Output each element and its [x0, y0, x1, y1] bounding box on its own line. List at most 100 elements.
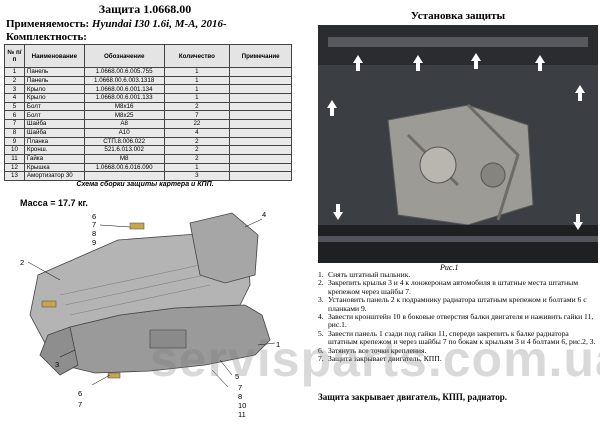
assembly-drawing: 6 7 8 9 2 4 1 3 5 7 8 10 11 6 7: [20, 210, 280, 419]
cell-designation: 1.0668.00.6.001.134: [83, 84, 165, 95]
mass-label: Масса = 17.7 кг.: [20, 198, 88, 208]
step-number: 1.: [318, 270, 324, 279]
radiator-beam: [328, 37, 588, 47]
cell-designation: СТП.8.006.022: [83, 136, 165, 147]
leader-lines: [27, 218, 276, 388]
cell-quantity: 1: [163, 75, 231, 86]
cell-number: 5: [4, 101, 25, 112]
installation-step: 5.Завести панель 1 сзади под гайки 11, с…: [318, 328, 600, 347]
column-header-name: Наименование: [23, 44, 85, 68]
callout-5: 5: [235, 372, 239, 381]
cell-designation: 1.0668.00.6.005.755: [83, 67, 165, 77]
cell-designation: 521.6.013.002: [83, 145, 165, 155]
cell-note: [229, 110, 292, 121]
bracket-bottom: [107, 372, 121, 379]
callout-11: 11: [238, 410, 246, 419]
subframe: [318, 225, 598, 263]
cell-name: Амортизатор 30: [23, 171, 85, 181]
wing-3: [39, 326, 79, 376]
installation-photo: [318, 25, 598, 263]
cell-note: [229, 93, 292, 103]
step-number: 5.: [318, 328, 324, 338]
cover-12: [149, 329, 187, 349]
engine-block: [387, 104, 534, 226]
cell-number: 2: [4, 75, 25, 86]
cell-quantity: 3: [163, 171, 231, 181]
installation-step: 6. Затянуть все точки крепления.: [318, 345, 600, 355]
step-text: Снять штатный пыльник.: [328, 270, 411, 279]
cell-number: 8: [4, 127, 25, 138]
cell-name: Шайба: [23, 119, 85, 129]
step-number: 2.: [318, 278, 324, 288]
cell-number: 3: [4, 84, 25, 95]
panel-2-ribs: [59, 264, 211, 316]
bracket-left: [41, 300, 57, 308]
callout-8-top: 8: [92, 229, 96, 238]
cell-note: [229, 162, 292, 173]
cell-note: [229, 119, 292, 129]
cell-number: 12: [4, 162, 25, 173]
callout-9-top: 9: [92, 238, 96, 247]
cell-number: 4: [4, 93, 25, 103]
cell-number: 11: [4, 153, 25, 164]
cell-designation: [83, 171, 165, 181]
step-text: Затянуть все точки крепления.: [328, 345, 427, 355]
cell-quantity: 1: [163, 67, 231, 77]
cell-designation: 1.0668.00.6.016.090: [83, 162, 165, 173]
cell-designation: A8: [83, 119, 165, 129]
cell-name: Гайка: [23, 153, 85, 164]
cell-designation: 1.0668.00.6.001.133: [83, 93, 165, 103]
cell-name: Кронш.: [23, 145, 85, 155]
installation-steps: 1. Снять штатный пыльник. 2. Закрепить крыл…: [318, 270, 600, 363]
installation-step: 1. Снять штатный пыльник.: [318, 270, 600, 279]
cell-quantity: 2: [163, 145, 231, 155]
cell-note: [229, 153, 292, 164]
oil-pan-plug: [480, 162, 506, 188]
step-text: Установить панель 2 к подрамнику радиато…: [328, 295, 587, 313]
step-text: Закрепить крылья 3 и 4 к лонжеронам авто…: [328, 278, 579, 296]
attachment-arrows: [327, 53, 585, 230]
installation-step: 2. Закрепить крылья 3 и 4 к лонжеронам ав…: [318, 278, 600, 296]
applicability-line: Применяемость: Hyundai I30 1.6i, M-A, 20…: [6, 18, 227, 30]
step-number: 4.: [318, 312, 324, 322]
cell-note: [229, 171, 292, 181]
cell-designation: M8x25: [83, 110, 165, 121]
cell-designation: M8: [83, 153, 165, 164]
applicability-value: Hyundai I30 1.6i, M-A, 2016-: [91, 18, 227, 30]
column-header-designation: Обозначение: [83, 44, 165, 68]
applicability-label: Применяемость:: [6, 18, 90, 30]
cell-name: Болт: [23, 101, 85, 112]
column-header-note: Примечание: [229, 44, 292, 68]
watermark: servisparts.com.ua: [150, 331, 600, 387]
column-header-quantity: Количество: [163, 44, 231, 68]
cell-note: [229, 127, 292, 138]
document-title: Защита 1.0668.00: [98, 2, 192, 16]
cell-name: Крышка: [23, 162, 85, 173]
cell-quantity: 22: [163, 119, 231, 129]
cell-name: Крыло: [23, 93, 85, 103]
installation-title: Установка защиты: [410, 10, 506, 22]
gearbox-housing: [419, 146, 457, 184]
cell-quantity: 4: [163, 127, 231, 138]
step-number: 6.: [318, 345, 324, 355]
callout-1: 1: [276, 340, 280, 349]
callout-8-bottom: 8: [238, 392, 242, 401]
cell-quantity: 2: [163, 136, 231, 147]
photo-caption: Рис.1: [440, 263, 459, 272]
parts-table: № п/п Наименование Обозначение Количеств…: [4, 44, 292, 181]
callout-7-top: 7: [92, 220, 96, 229]
cell-note: [229, 67, 292, 77]
cell-quantity: 1: [163, 84, 231, 95]
wing-4: [189, 212, 259, 284]
bracket-top-left: [129, 222, 145, 230]
callout-7-bottom-far: 7: [78, 400, 82, 409]
